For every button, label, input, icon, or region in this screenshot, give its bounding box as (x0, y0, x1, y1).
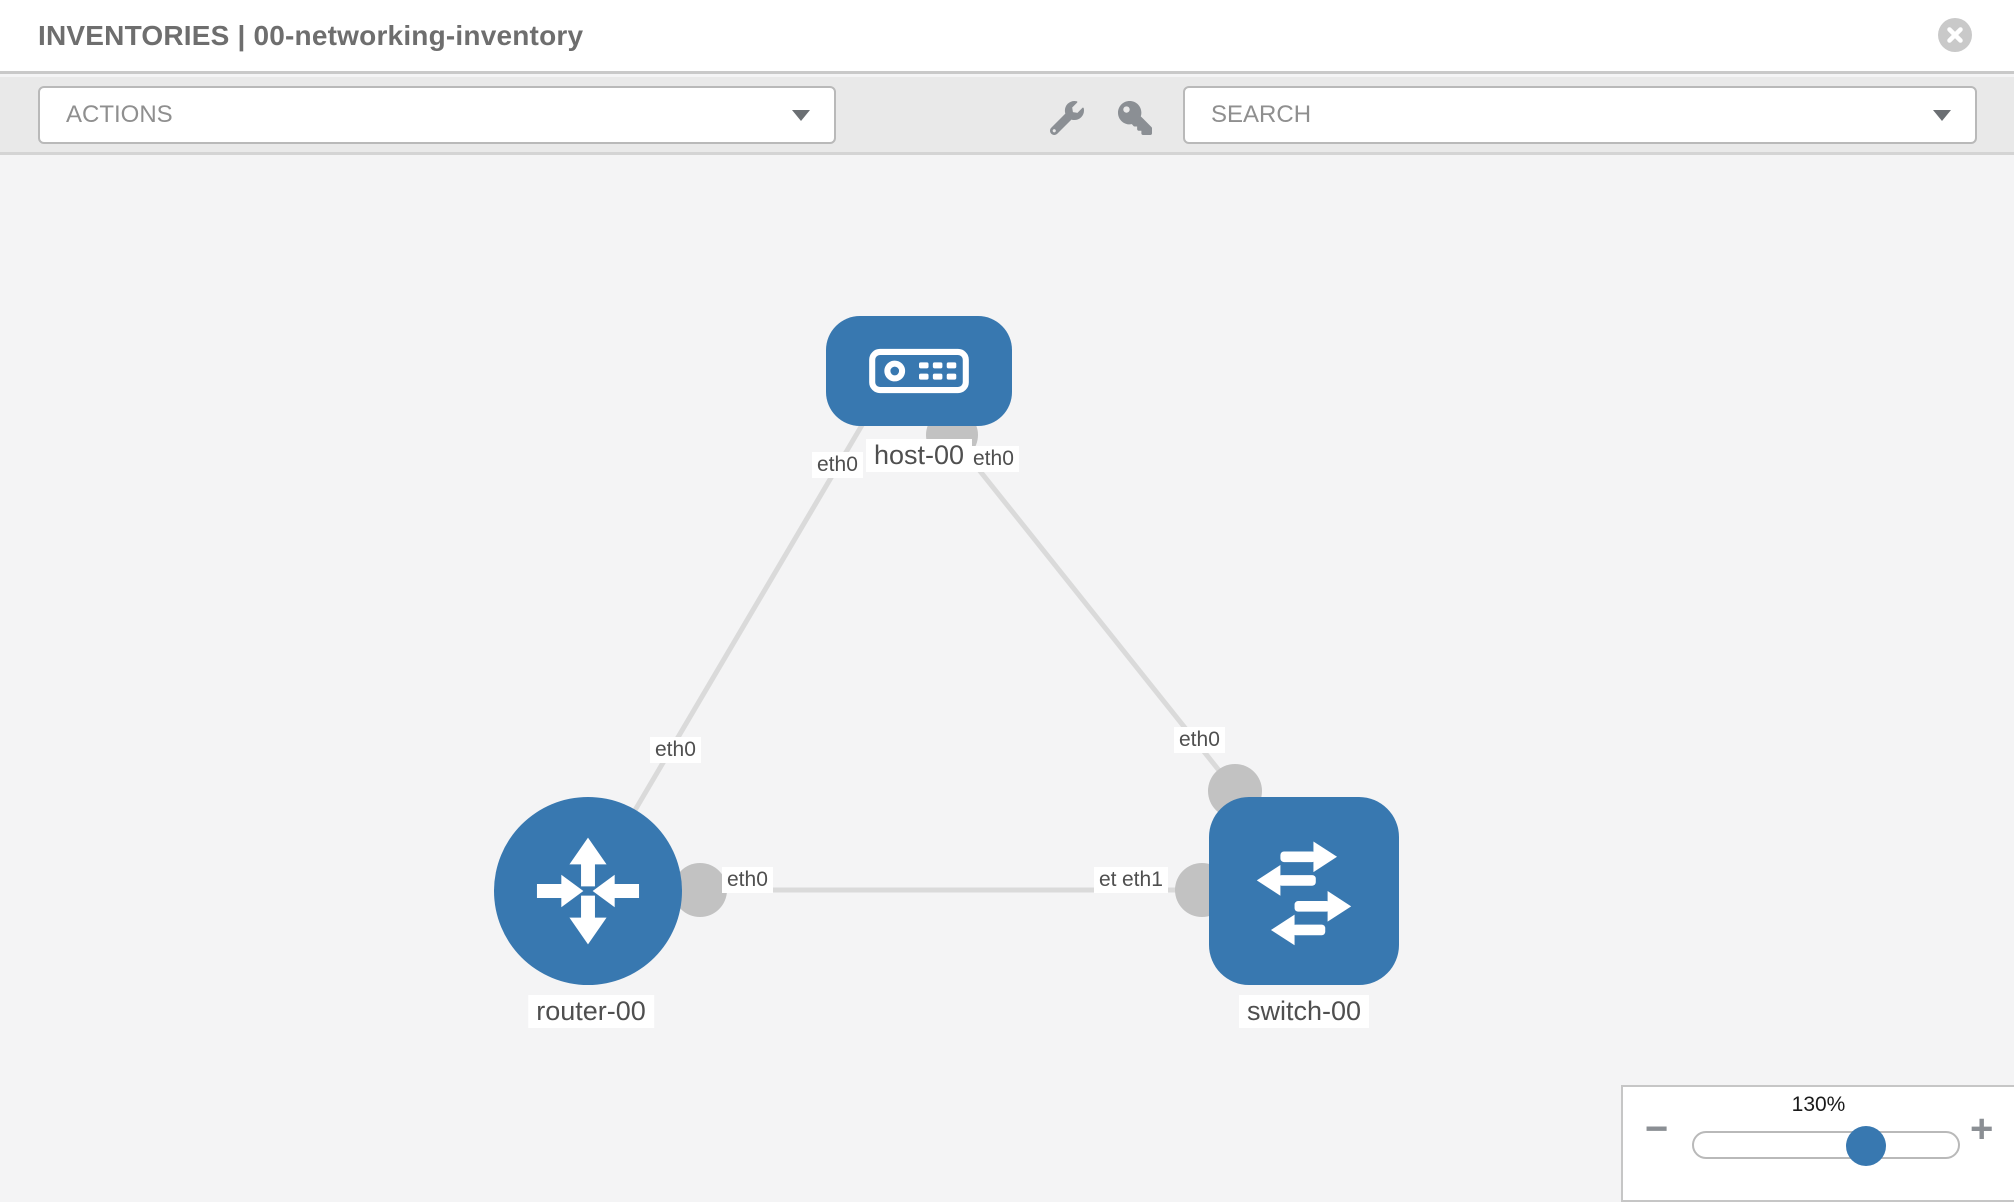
credentials-button[interactable] (1116, 99, 1154, 137)
node-label-switch-00: switch-00 (1238, 995, 1370, 1029)
node-switch-00[interactable] (1209, 797, 1399, 985)
header: INVENTORIES | 00-networking-inventory (0, 0, 2014, 74)
close-button[interactable] (1938, 18, 1972, 52)
caret-down-icon (1933, 109, 1951, 121)
port-router-00-eth0 (673, 863, 727, 917)
node-router-00[interactable] (494, 797, 682, 985)
search-input[interactable]: SEARCH (1183, 86, 1977, 144)
toolbar: ACTIONS SEARCH (0, 77, 2014, 155)
interface-label-switch-00-eth1: eth1 (1117, 867, 1168, 894)
topology-canvas[interactable] (0, 155, 2014, 1200)
actions-dropdown[interactable]: ACTIONS (38, 86, 836, 144)
interface-label-router-00-eth0-switch-link: eth0 (722, 867, 773, 894)
zoom-out-button[interactable]: − (1645, 1107, 1669, 1151)
node-label-host-00: host-00 (865, 439, 973, 473)
switch-icon (1256, 841, 1352, 946)
zoom-level-value: 130% (1791, 1093, 1846, 1116)
interface-label-switch-00-eth0: eth0 (1174, 727, 1225, 754)
host-icon (869, 348, 969, 394)
node-label-router-00: router-00 (528, 995, 654, 1029)
interface-label-router-00-eth0: eth0 (650, 737, 701, 764)
router-icon (536, 837, 640, 945)
node-host-00[interactable] (826, 316, 1012, 426)
search-placeholder: SEARCH (1211, 101, 1312, 128)
zoom-slider-thumb[interactable] (1846, 1126, 1886, 1166)
close-icon (1947, 27, 1963, 43)
caret-down-icon (792, 109, 810, 121)
key-icon (1118, 101, 1152, 135)
actions-dropdown-label: ACTIONS (66, 101, 173, 128)
zoom-control-panel: 130% − + (1621, 1085, 2014, 1202)
interface-label-host-00-eth0: eth0 (812, 452, 863, 479)
wrench-icon (1050, 101, 1084, 135)
page-title: INVENTORIES | 00-networking-inventory (38, 19, 584, 51)
zoom-slider-track[interactable] (1692, 1126, 1960, 1166)
zoom-in-button[interactable]: + (1970, 1107, 1994, 1151)
interface-label-host-00-eth0-switch-link: eth0 (968, 446, 1019, 473)
configure-button[interactable] (1048, 99, 1086, 137)
